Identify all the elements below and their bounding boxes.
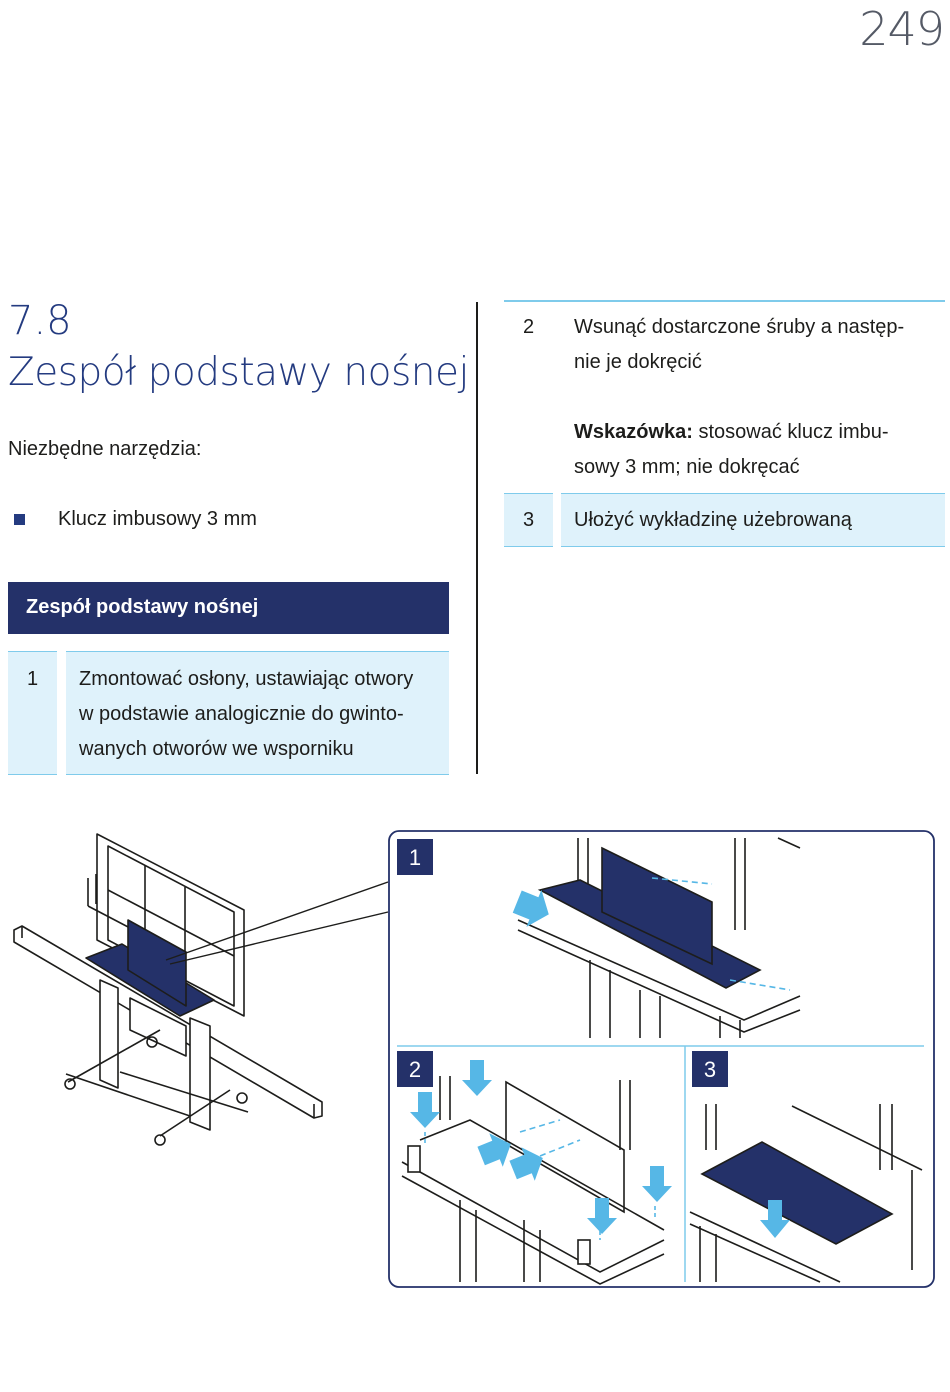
note-text: stosować klucz imbu-	[692, 421, 889, 443]
arrow-icon	[410, 1092, 440, 1128]
step-text-line: Zmontować osłony, ustawiając otwory	[79, 668, 414, 690]
step-badge-label: 3	[704, 1057, 716, 1082]
bullet-square-icon	[14, 514, 25, 525]
step-number-cell: 3	[504, 493, 553, 547]
step-badge	[397, 1051, 433, 1087]
overview-drawing	[13, 833, 389, 1146]
arrow-icon	[587, 1198, 617, 1234]
step-badge-label: 1	[409, 845, 421, 870]
step-number: 3	[522, 509, 535, 531]
step-text-line: Ułożyć wykładzinę użebrowaną	[574, 509, 852, 531]
note-label: Wskazówka:	[574, 421, 693, 443]
table-top-rule	[504, 300, 945, 302]
page-number: 249	[859, 2, 945, 56]
detail-panel-1	[517, 837, 801, 1038]
step-text-line: wanych otworów we wsporniku	[79, 738, 354, 760]
step-number-cell: 1	[8, 651, 57, 775]
detail-panel-2	[401, 1076, 665, 1285]
step-text-cell: Zmontować osłony, ustawiając otwory w po…	[66, 651, 449, 775]
table-header: Zespół podstawy nośnej	[8, 582, 449, 634]
step-text-line: Wsunąć dostarczone śruby a następ-	[574, 316, 905, 338]
step-number-cell: 2	[504, 310, 553, 345]
arrow-icon	[512, 889, 549, 927]
arrow-icon	[760, 1200, 790, 1238]
step-badge	[397, 839, 433, 875]
detail-panel-3	[689, 1104, 923, 1283]
arrow-icon	[642, 1166, 672, 1202]
column-divider	[476, 302, 478, 774]
step-badge	[692, 1051, 728, 1087]
arrow-icons	[410, 1060, 672, 1234]
step-text-cell: Wsunąć dostarczone śruby a następ- nie j…	[574, 310, 944, 485]
note-line: Wskazówka: stosować klucz imbu-	[574, 415, 944, 450]
step-number: 2	[522, 316, 535, 338]
arrow-icon	[462, 1060, 492, 1096]
tools-label: Niezbędne narzędzia:	[8, 438, 202, 460]
section-number: 7.8	[8, 298, 72, 344]
arrow-icon	[509, 1147, 543, 1181]
section-title: Zespół podstawy nośnej	[8, 350, 469, 395]
note-line: sowy 3 mm; nie dokręcać	[574, 456, 800, 478]
step-badge-label: 2	[409, 1057, 421, 1082]
step-number: 1	[26, 668, 39, 690]
spacer	[574, 380, 944, 415]
assembly-figure: 1 2 3	[13, 830, 935, 1288]
tool-item: Klucz imbusowy 3 mm	[58, 508, 257, 530]
step-text-cell: Ułożyć wykładzinę użebrowaną	[561, 493, 945, 547]
step-text-line: w podstawie analogicznie do gwinto-	[79, 703, 404, 725]
step-text-line: nie je dokręcić	[574, 351, 702, 373]
arrow-icon	[477, 1133, 511, 1167]
